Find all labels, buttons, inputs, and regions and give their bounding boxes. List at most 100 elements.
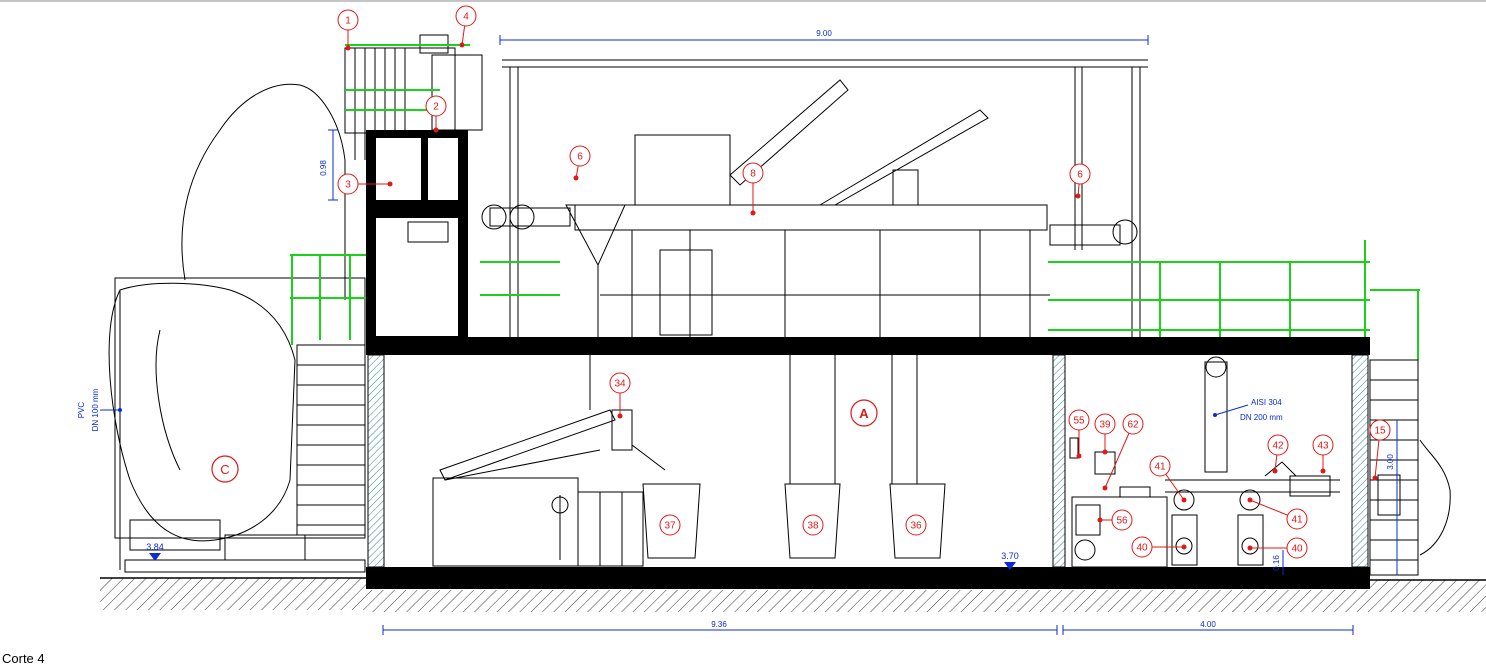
callout-c34: 34 [609, 372, 631, 419]
callout-circle [1094, 413, 1116, 435]
callout-circle [1131, 536, 1153, 558]
callout-c55: 55 [1068, 409, 1090, 459]
callout-circle [337, 173, 359, 195]
callout-circle [742, 162, 764, 184]
callout-dot [459, 42, 465, 48]
dim-left-height: 0.98 [319, 160, 328, 176]
left-stair [124, 344, 366, 573]
callout-label: 6 [1077, 170, 1083, 181]
callout-c4: 4 [455, 5, 477, 48]
dim-top-span: 9.00 [816, 29, 832, 38]
callout-label: 8 [750, 169, 756, 180]
callout-dot [573, 175, 579, 181]
callout-label: 62 [1127, 420, 1139, 431]
dim-bottom-left: 9.36 [711, 620, 727, 629]
callout-circle [455, 5, 477, 27]
callout-label: 41 [1291, 515, 1303, 526]
callout-c37: 37 [659, 514, 681, 536]
callout-circle [1267, 434, 1289, 456]
zone-a-label: A [859, 406, 869, 421]
callout-label: 37 [664, 521, 676, 532]
callout-circle [802, 514, 824, 536]
callout-c1: 1 [337, 9, 359, 51]
callout-dot [1181, 544, 1187, 550]
callout-circle [905, 514, 927, 536]
callout-label: 15 [1374, 426, 1386, 437]
callout-label: 6 [577, 152, 583, 163]
canopy [502, 59, 1148, 337]
callout-dot [387, 181, 393, 187]
callout-circle [609, 372, 631, 394]
main-railing [480, 240, 1420, 360]
top-railing [345, 44, 470, 111]
callout-c2: 2 [425, 95, 447, 133]
zone-c-label: C [220, 462, 229, 477]
callout-label: 4 [463, 12, 469, 23]
lower-equipment [432, 355, 946, 567]
callout-dot [1075, 193, 1081, 199]
callout-c40b: 40 [1247, 537, 1308, 559]
callout-circle [1069, 163, 1091, 185]
callout-label: 38 [807, 521, 819, 532]
callout-circle [1369, 419, 1391, 441]
callout-c62: 62 [1102, 413, 1144, 491]
callout-dot [345, 45, 351, 51]
callout-c56: 56 [1097, 509, 1133, 531]
callout-dot [1272, 468, 1278, 474]
callout-label: 3 [345, 180, 351, 191]
callout-label: 41 [1154, 462, 1166, 473]
process-equipment [481, 79, 1138, 337]
callout-dot [1097, 517, 1103, 523]
pump-room [1069, 356, 1401, 568]
note-dn200: DN 200 mm [1240, 413, 1283, 422]
callout-label: 55 [1073, 416, 1085, 427]
zone-a-marker: A [850, 399, 878, 427]
callout-label: 43 [1317, 441, 1329, 452]
callout-circle [1122, 413, 1144, 435]
callout-dot [1076, 453, 1082, 459]
level-marker-left: 3.84 [146, 542, 164, 561]
callout-dot [750, 210, 756, 216]
callout-circle [1149, 455, 1171, 477]
callout-dot [1102, 485, 1108, 491]
callout-label: 40 [1136, 543, 1148, 554]
callout-label: 42 [1272, 441, 1284, 452]
callout-circle [1286, 537, 1308, 559]
note-aisi: AISI 304 [1251, 398, 1282, 407]
callout-dot [1320, 468, 1326, 474]
zone-c-marker: C [211, 455, 239, 483]
callout-circle [1111, 509, 1133, 531]
callout-dot [1247, 497, 1253, 503]
callout-circle [337, 9, 359, 31]
callout-dot [1102, 449, 1108, 455]
drawing-caption: Corte 4 [2, 651, 45, 666]
callout-c39: 39 [1094, 413, 1116, 455]
callout-label: 40 [1291, 544, 1303, 555]
level-center-label: 3.70 [1001, 551, 1019, 561]
callout-label: 2 [433, 102, 439, 113]
callout-c40a: 40 [1131, 536, 1187, 558]
callout-c15: 15 [1369, 419, 1391, 481]
callout-dot [433, 127, 439, 133]
callout-c42: 42 [1267, 434, 1289, 474]
structure [366, 130, 1370, 589]
callout-circle [1286, 508, 1308, 530]
callout-dot [1372, 475, 1378, 481]
callout-c3: 3 [337, 173, 393, 195]
callout-label: 1 [345, 16, 351, 27]
callout-c41b: 41 [1247, 497, 1308, 530]
background-trees [108, 83, 1451, 570]
callout-circle [659, 514, 681, 536]
level-marker-center: 3.70 [1001, 551, 1019, 570]
dimensions [119, 35, 1398, 635]
ground [100, 577, 1486, 612]
callout-c36: 36 [905, 514, 927, 536]
callout-c43: 43 [1312, 434, 1334, 474]
callout-leader [1104, 423, 1134, 489]
callout-circle [425, 95, 447, 117]
callout-dot [1247, 545, 1253, 551]
callout-label: 39 [1099, 420, 1111, 431]
level-left-label: 3.84 [146, 542, 164, 552]
